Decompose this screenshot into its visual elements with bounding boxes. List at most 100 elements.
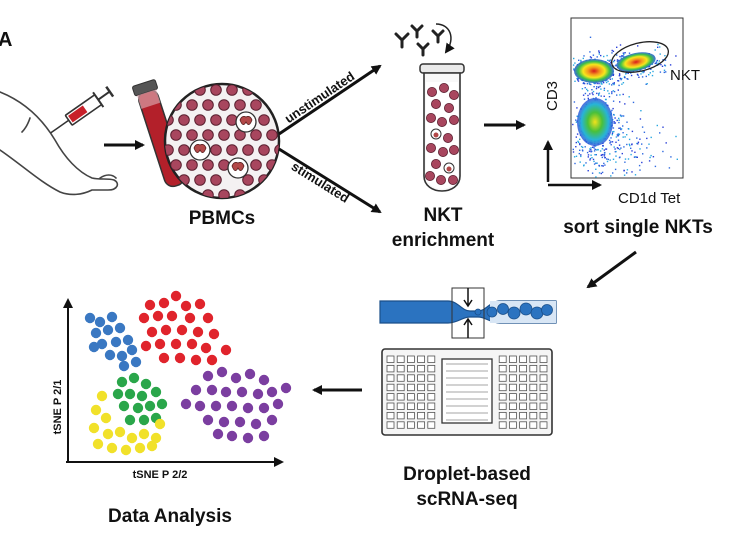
flow-x-label: CD1d Tet	[618, 190, 681, 207]
flow-event	[581, 149, 584, 151]
flow-event	[631, 150, 633, 152]
flow-event	[592, 93, 594, 96]
flow-event	[617, 147, 619, 150]
flow-event	[655, 62, 658, 64]
tsne-cell-point	[252, 388, 264, 400]
flow-event	[624, 158, 627, 160]
chip-well	[386, 374, 395, 382]
droplet	[507, 306, 521, 320]
chip-well	[498, 364, 507, 373]
flow-event	[625, 73, 627, 75]
tsne-cell-point	[102, 324, 114, 336]
chip-well	[519, 421, 527, 429]
flow-event	[613, 130, 615, 133]
flow-event	[603, 153, 606, 156]
red-blood-cell	[186, 129, 198, 141]
chip-well	[427, 355, 436, 363]
flow-event	[583, 55, 585, 57]
flow-event	[582, 146, 584, 149]
red-blood-cell	[258, 144, 270, 156]
chip-well	[396, 393, 405, 401]
tsne-cell-point	[206, 384, 218, 396]
flow-event	[624, 161, 626, 163]
flow-event	[625, 72, 628, 74]
flow-event	[612, 100, 615, 102]
chip-well	[406, 383, 415, 392]
flow-event	[628, 52, 631, 54]
flow-event	[590, 147, 592, 149]
tsne-cell-point	[218, 416, 230, 428]
tsne-cell-point	[266, 386, 278, 398]
tsne-cell-point	[134, 442, 146, 454]
flow-event	[618, 117, 620, 120]
microfluidic-channel-icon	[379, 287, 557, 339]
flow-event	[591, 172, 594, 174]
tsne-x-label: tSNE P 2/2	[133, 469, 188, 481]
flow-event	[623, 170, 625, 172]
red-blood-cell	[170, 129, 182, 141]
flow-event	[615, 161, 617, 163]
tsne-cell-point	[258, 430, 270, 442]
flow-event	[637, 45, 639, 47]
tsne-cell-point	[118, 360, 130, 372]
tsne-cell-point	[194, 400, 206, 412]
tsne-cell-point	[234, 416, 246, 428]
flow-event	[627, 72, 629, 74]
tsne-cell-point	[242, 402, 254, 414]
flow-event	[593, 150, 596, 152]
chip-well	[386, 393, 395, 401]
test-tube-icon	[419, 63, 465, 192]
flow-event	[616, 94, 618, 96]
flow-event	[595, 168, 597, 170]
flow-event	[579, 143, 581, 146]
tsne-cell-point	[104, 349, 116, 361]
flow-event	[618, 119, 620, 121]
red-blood-cell	[234, 99, 246, 111]
flow-event	[609, 153, 611, 155]
chip-well	[519, 383, 527, 392]
flow-event	[572, 64, 575, 66]
flow-event	[576, 107, 578, 109]
antibody-icon	[394, 24, 445, 57]
cell	[425, 142, 436, 153]
flow-event	[611, 52, 613, 54]
flow-event	[602, 81, 605, 84]
flow-event	[590, 83, 592, 86]
syringe-icon	[50, 85, 115, 134]
chip-well	[386, 402, 395, 410]
tube-cells	[424, 83, 459, 185]
tsne-cell-point	[120, 444, 132, 456]
flow-event	[654, 49, 656, 51]
red-blood-cell	[250, 129, 262, 141]
leukocyte-nucleus	[231, 162, 245, 171]
chip-well	[417, 364, 426, 373]
flow-event	[649, 72, 651, 74]
flow-event	[578, 152, 580, 155]
flow-event	[593, 86, 595, 88]
flow-event	[628, 143, 631, 145]
flow-event	[623, 146, 625, 148]
flow-event	[636, 156, 638, 158]
tsne-cell-point	[280, 382, 292, 394]
flow-event	[573, 57, 575, 60]
chip-well	[508, 411, 517, 420]
flow-event	[608, 83, 611, 85]
flow-event	[589, 159, 591, 161]
tsne-cell-point	[156, 398, 168, 410]
flow-event	[595, 149, 598, 151]
flow-event	[595, 176, 597, 178]
chip-wells	[386, 355, 548, 429]
flow-event	[574, 80, 576, 82]
flow-event	[604, 157, 606, 159]
chip-well	[406, 393, 415, 401]
flow-cytometry-plot: NKT CD3 CD1d Tet	[543, 17, 700, 207]
flow-event	[572, 123, 574, 126]
chip-well	[427, 374, 436, 382]
flow-event	[607, 80, 609, 83]
flow-event	[664, 64, 666, 66]
label-unstimulated: unstimulated	[282, 68, 358, 126]
flow-event	[662, 150, 664, 153]
flow-event	[587, 94, 589, 97]
flow-event	[659, 71, 662, 73]
